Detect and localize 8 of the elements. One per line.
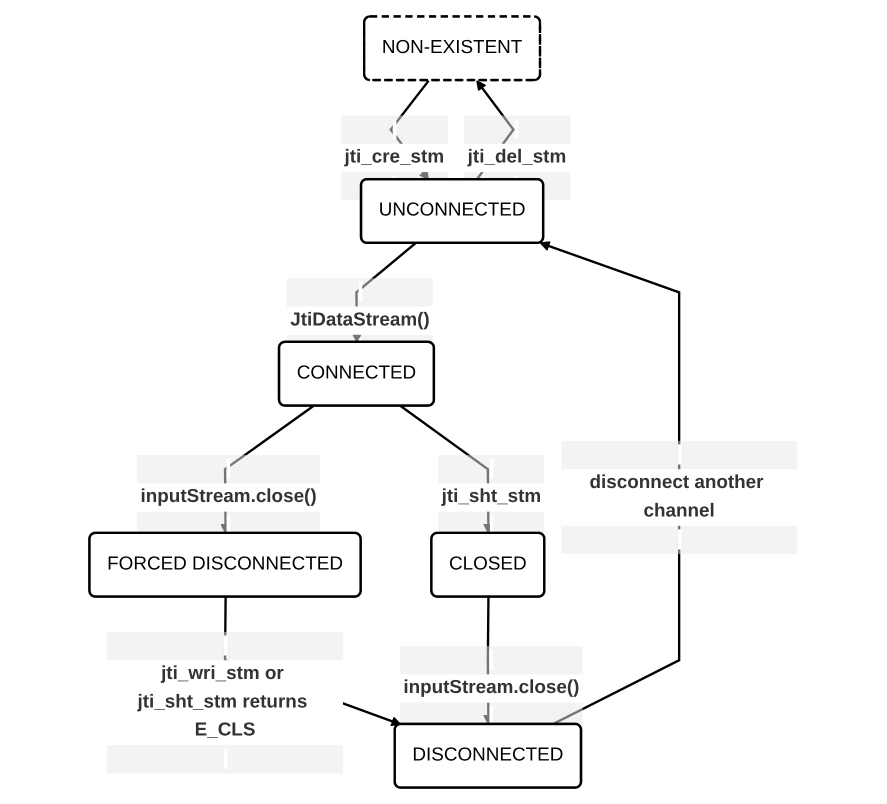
edge-label: inputStream.close(): [404, 678, 580, 698]
edge-label: JtiDataStream(): [290, 310, 430, 330]
edge-label: jti_wri_stm or jti_sht_stm returns E_CLS: [138, 664, 308, 740]
edge-label: jti_sht_stm: [442, 486, 542, 507]
edge-label: inputStream.close(): [140, 486, 317, 507]
edge-label: jti_cre_stm: [344, 147, 444, 168]
edge-label: disconnect another channel: [590, 472, 764, 522]
edge-label: jti_del_stm: [468, 147, 566, 168]
